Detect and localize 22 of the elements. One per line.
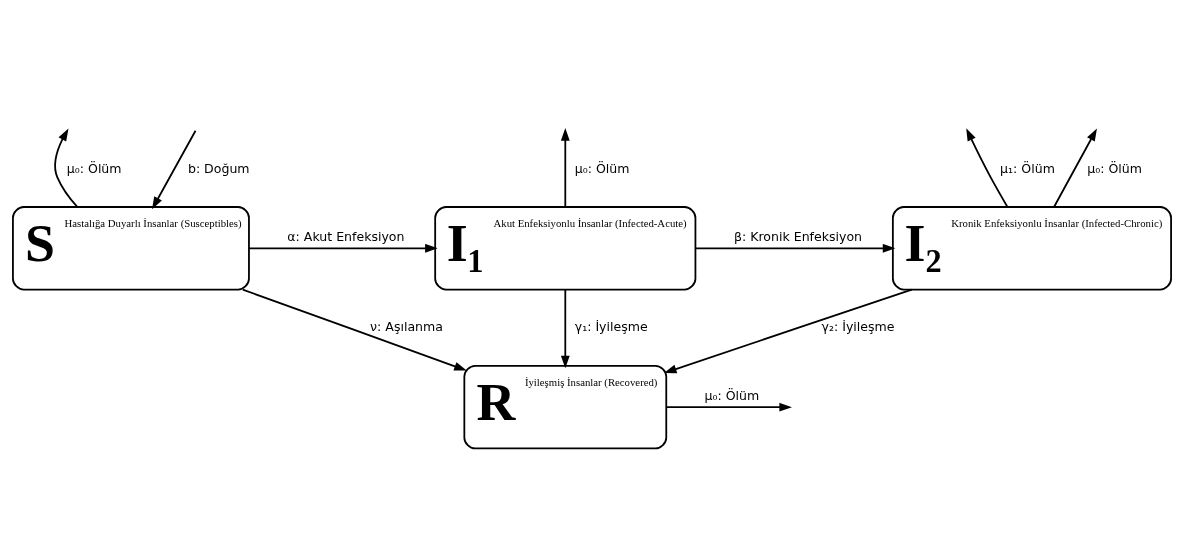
arrow bbox=[663, 288, 913, 373]
edge-label: α: Akut Enfeksiyon bbox=[287, 228, 405, 244]
edge-label: μ₀: Ölüm bbox=[66, 160, 122, 176]
edge-label: b: Doğum bbox=[187, 160, 250, 176]
arrow bbox=[560, 288, 570, 368]
arrow bbox=[665, 402, 792, 412]
arrow bbox=[560, 127, 570, 208]
edge-label: μ₀: Ölüm bbox=[574, 160, 630, 176]
arrow bbox=[966, 127, 1009, 208]
edge-label: μ₁: Ölüm bbox=[1000, 160, 1055, 176]
arrow bbox=[1053, 127, 1097, 208]
edge-label: μ₀: Ölüm bbox=[1087, 160, 1142, 176]
edge-label: γ₁: İyileşme bbox=[574, 318, 648, 334]
arrow bbox=[694, 243, 896, 253]
edge-label: γ₂: İyileşme bbox=[821, 318, 895, 334]
arrow bbox=[248, 243, 438, 253]
edge-label: β: Kronik Enfeksiyon bbox=[734, 228, 863, 244]
edge-label: μ₀: Ölüm bbox=[704, 387, 760, 403]
arrow bbox=[54, 127, 78, 207]
edge-label: ν: Aşılanma bbox=[370, 318, 443, 334]
arrow bbox=[241, 288, 467, 371]
arrow bbox=[152, 129, 197, 209]
